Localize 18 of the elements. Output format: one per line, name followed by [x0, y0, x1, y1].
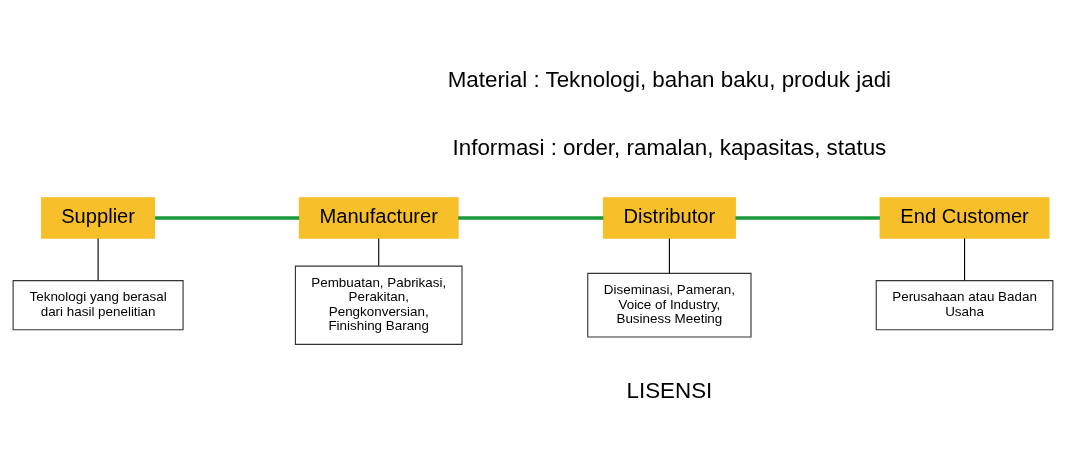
node-box: Diseminasi, Pameran, Voice of Industry, Business Meeting	[587, 272, 752, 338]
label: Informasi : order, ramalan, kapasitas, status	[452, 134, 887, 160]
connector	[378, 237, 380, 266]
node-box: Supplier	[41, 196, 156, 239]
connector	[458, 215, 604, 220]
node-box: End Customer	[879, 196, 1050, 239]
connector	[735, 215, 880, 220]
node-box: Teknologi yang berasal dari hasil penelitian	[12, 279, 184, 330]
connector	[964, 237, 966, 281]
connector	[155, 215, 300, 220]
node-box: Manufacturer	[298, 196, 459, 239]
label: LISENSI	[626, 377, 713, 403]
connector	[97, 237, 99, 281]
node-box: Pembuatan, Pabrikasi, Perakitan, Pengkonversian, Finishing Barang	[294, 265, 463, 345]
label: Material : Teknologi, bahan baku, produk jadi	[447, 66, 892, 92]
node-box: Distributor	[602, 196, 736, 239]
connector	[668, 237, 670, 274]
node-box: Perusahaan atau Badan Usaha	[875, 279, 1054, 330]
